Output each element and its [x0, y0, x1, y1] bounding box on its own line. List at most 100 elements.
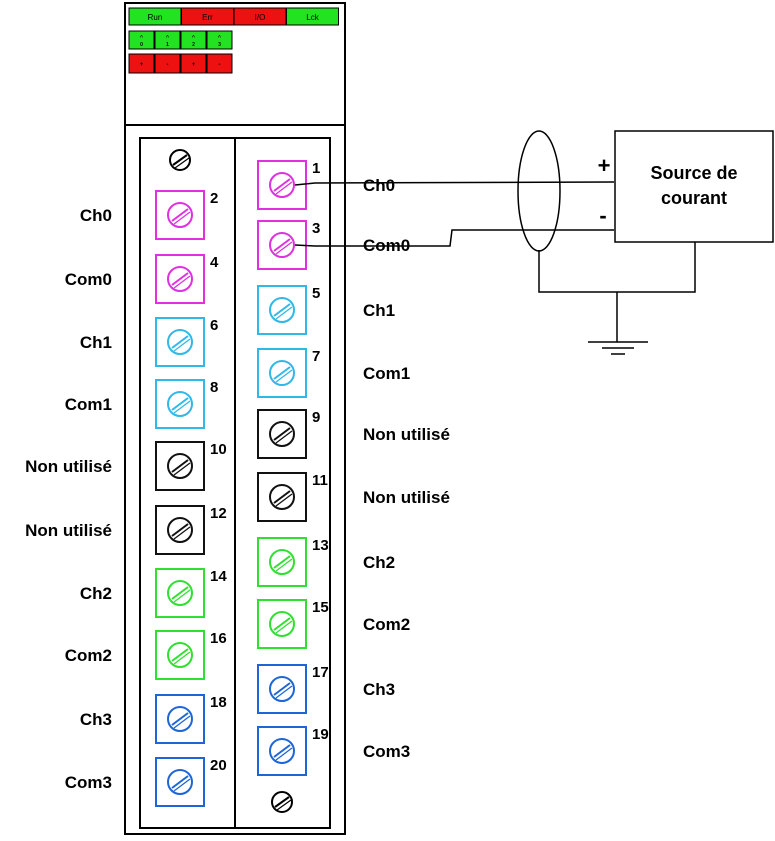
screw-icon	[269, 421, 295, 447]
svg-text:2: 2	[192, 42, 195, 48]
screw-icon	[269, 297, 295, 323]
screw-icon	[167, 329, 193, 355]
terminal-number: 7	[312, 348, 320, 365]
terminal-14: 14	[155, 568, 227, 618]
status-led-label: Run	[148, 13, 163, 22]
screw-icon	[167, 202, 193, 228]
channel-led-green: ^1	[154, 30, 181, 50]
svg-text:^: ^	[192, 35, 195, 41]
terminal-label: Ch1	[363, 301, 395, 320]
terminal-label: Com2	[363, 615, 410, 634]
screw-top	[169, 149, 191, 171]
screw-icon	[269, 549, 295, 575]
source-minus-sign: -	[599, 203, 606, 228]
svg-text:0: 0	[140, 42, 143, 48]
status-led-label: Err	[202, 13, 213, 22]
terminal-15: 15	[257, 599, 329, 649]
terminal-13: 13	[257, 537, 329, 587]
terminal-9: 9	[257, 409, 320, 459]
terminal-number: 4	[210, 254, 219, 271]
terminal-label: Ch2	[80, 584, 112, 603]
terminal-4: 4	[155, 254, 219, 304]
screw-icon	[167, 453, 193, 479]
terminal-19: 19	[257, 726, 329, 776]
terminal-2: 2	[155, 190, 218, 240]
terminal-label: Non utilisé	[363, 488, 450, 507]
wires	[294, 181, 696, 342]
terminal-number: 16	[210, 630, 227, 647]
status-led-label: I/O	[255, 13, 266, 22]
screw-icon	[269, 484, 295, 510]
terminal-number: 13	[312, 537, 329, 554]
terminal-10: 10	[155, 441, 227, 491]
screw-icon	[269, 232, 295, 258]
terminal-18: 18	[155, 694, 227, 744]
status-led-row: Run Err I/O Lck	[128, 7, 339, 26]
status-led-label: Lck	[306, 13, 319, 22]
terminal-label: Ch3	[363, 680, 395, 699]
status-led-run: Run	[128, 7, 182, 26]
terminal-number: 6	[210, 317, 218, 334]
channel-led-red: +	[128, 53, 155, 74]
terminal-16: 16	[155, 630, 227, 680]
terminal-label: Com2	[65, 646, 112, 665]
screw-icon	[167, 266, 193, 292]
terminal-number: 10	[210, 441, 227, 458]
terminal-number: 2	[210, 190, 218, 207]
channel-led-green: ^0	[128, 30, 155, 50]
terminal-label: Com0	[65, 270, 112, 289]
screw-icon	[269, 611, 295, 637]
channel-led-row-red: + - + -	[128, 53, 233, 74]
terminal-label: Com1	[65, 395, 112, 414]
terminal-label: Ch0	[363, 176, 395, 195]
terminal-number: 12	[210, 505, 227, 522]
svg-text:^: ^	[140, 35, 143, 41]
terminal-20: 20	[155, 757, 227, 807]
terminal-label: Com3	[363, 742, 410, 761]
terminal-number: 17	[312, 664, 329, 681]
svg-text:+: +	[140, 62, 144, 68]
terminal-label: Ch1	[80, 333, 112, 352]
terminal-12: 12	[155, 505, 227, 555]
terminal-label: Ch0	[80, 206, 112, 225]
current-source-box	[614, 130, 774, 243]
screw-icon	[167, 706, 193, 732]
terminal-label: Com1	[363, 364, 410, 383]
screw-icon	[167, 580, 193, 606]
source-title-line1: Source de	[650, 163, 737, 183]
screw-icon	[269, 360, 295, 386]
svg-text:^: ^	[166, 35, 169, 41]
svg-text:^: ^	[218, 35, 221, 41]
screw-icon	[167, 517, 193, 543]
svg-text:-: -	[219, 62, 221, 68]
channel-led-green: ^2	[180, 30, 207, 50]
status-led-lck: Lck	[286, 7, 339, 26]
status-led-io: I/O	[233, 7, 287, 26]
terminal-7: 7	[257, 348, 320, 398]
screw-icon	[269, 676, 295, 702]
wire-com0	[294, 229, 614, 247]
source-plus-sign: +	[598, 153, 611, 178]
screw-icon	[269, 738, 295, 764]
terminal-5: 5	[257, 285, 320, 335]
screw-icon	[167, 391, 193, 417]
channel-led-red: +	[180, 53, 207, 74]
channel-led-row-green: ^0^1^2^3	[128, 30, 233, 50]
terminal-11: 11	[257, 472, 328, 522]
terminal-6: 6	[155, 317, 218, 367]
terminal-number: 19	[312, 726, 329, 743]
terminal-label: Ch3	[80, 710, 112, 729]
screw-icon	[167, 642, 193, 668]
svg-text:1: 1	[166, 42, 169, 48]
terminal-label: Non utilisé	[363, 425, 450, 444]
terminal-label: Com3	[65, 773, 112, 792]
terminal-number: 3	[312, 220, 320, 237]
screw-icon	[269, 172, 295, 198]
channel-led-red: -	[206, 53, 233, 74]
svg-text:3: 3	[218, 42, 221, 48]
wire-ch0	[294, 181, 615, 186]
svg-text:-: -	[167, 62, 169, 68]
